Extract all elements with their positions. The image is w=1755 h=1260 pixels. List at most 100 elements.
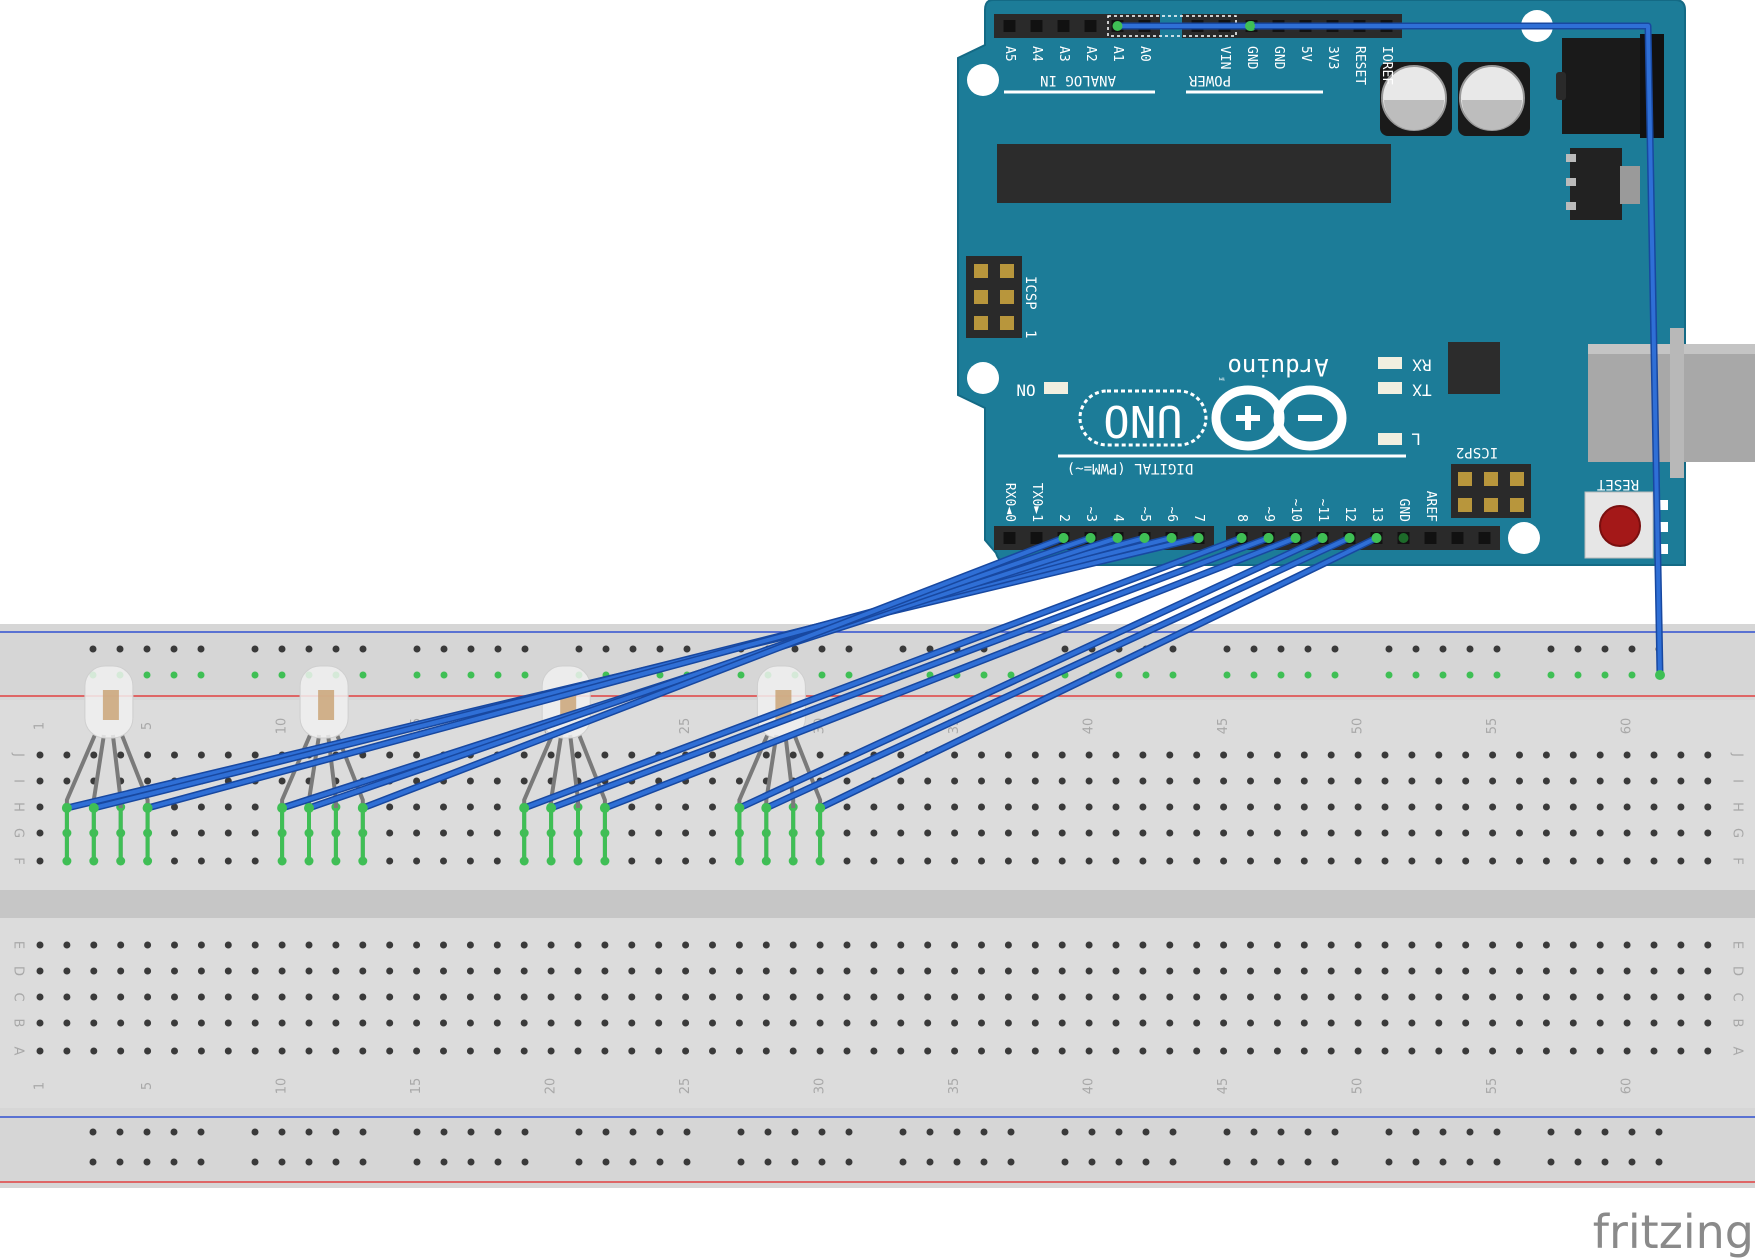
wire-pin13[interactable] xyxy=(818,536,1379,810)
breadboard-hole xyxy=(735,1047,743,1055)
breadboard-hole xyxy=(144,751,152,759)
breadboard-hole xyxy=(1085,1047,1093,1055)
breadboard-hole xyxy=(36,967,44,975)
column-number: 45 xyxy=(1216,1078,1231,1095)
breadboard-hole xyxy=(278,777,286,785)
wire-pin8[interactable] xyxy=(522,536,1244,810)
breadboard-hole xyxy=(1489,941,1497,949)
breadboard-hole xyxy=(1542,803,1550,811)
breadboard-hole xyxy=(1408,751,1416,759)
breadboard-hole xyxy=(682,967,690,975)
breadboard-hole xyxy=(978,941,985,949)
wire-pin11[interactable] xyxy=(737,536,1325,810)
breadboard-hole xyxy=(466,941,474,949)
breadboard-hole xyxy=(359,1019,367,1027)
breadboard-hole xyxy=(1247,857,1254,865)
breadboard-hole xyxy=(493,1019,501,1027)
breadboard-hole xyxy=(1596,829,1604,837)
breadboard-hole xyxy=(1516,993,1523,1001)
breadboard-hole xyxy=(1704,777,1712,785)
breadboard-hole xyxy=(574,751,582,759)
breadboard-hole xyxy=(413,829,421,837)
breadboard-hole xyxy=(466,777,474,785)
breadboard-hole xyxy=(978,1019,985,1027)
breadboard-hole xyxy=(1489,1019,1497,1027)
breadboard-hole xyxy=(440,829,447,837)
breadboard-hole xyxy=(951,993,959,1001)
breadboard-hole xyxy=(1677,1019,1685,1027)
breadboard-hole xyxy=(682,941,690,949)
column-number: 55 xyxy=(1485,1078,1500,1095)
rail-hole xyxy=(251,645,259,653)
breadboard-hole xyxy=(1354,1019,1362,1027)
breadboard-hole xyxy=(1004,941,1012,949)
icsp-pin-one: 1 xyxy=(1022,330,1038,338)
rail-hole xyxy=(1007,671,1015,679)
breadboard-hole xyxy=(224,1047,232,1055)
column-number: 10 xyxy=(275,718,290,735)
column-number: 1 xyxy=(33,722,48,730)
breadboard-hole xyxy=(789,941,797,949)
wire-pin6[interactable] xyxy=(91,536,1174,810)
wire-gnd-rail[interactable] xyxy=(1248,24,1662,677)
breadboard-hole xyxy=(897,829,905,837)
breadboard-hole xyxy=(1031,829,1039,837)
breadboard-hole xyxy=(386,751,394,759)
rail-hole xyxy=(1628,1158,1636,1166)
breadboard-hole xyxy=(951,777,959,785)
breadboard-hole xyxy=(359,941,367,949)
microcontroller-chip xyxy=(997,144,1391,203)
rail-hole xyxy=(89,645,97,653)
breadboard-hole xyxy=(171,1019,178,1027)
breadboard-hole xyxy=(735,967,743,975)
breadboard-hole xyxy=(951,857,959,865)
breadboard-hole xyxy=(1166,751,1174,759)
breadboard-hole xyxy=(924,993,932,1001)
breadboard-hole xyxy=(1596,1047,1604,1055)
rail-hole xyxy=(1412,645,1420,653)
wire-pin3[interactable] xyxy=(307,536,1093,810)
breadboard-hole xyxy=(870,829,878,837)
breadboard-hole xyxy=(682,803,690,811)
breadboard-hole xyxy=(735,941,743,949)
pin-label: A2 xyxy=(1083,46,1098,62)
wire-pin10[interactable] xyxy=(602,536,1298,810)
wire-pin12[interactable] xyxy=(764,536,1352,810)
reset-button[interactable] xyxy=(1584,491,1668,559)
breadboard-hole xyxy=(197,1019,205,1027)
breadboard-hole xyxy=(386,941,394,949)
wire-pin9[interactable] xyxy=(549,536,1271,810)
rail-hole xyxy=(278,671,286,679)
tx-label: TX xyxy=(1412,381,1432,400)
breadboard-hole xyxy=(1542,751,1550,759)
breadboard-hole xyxy=(762,967,770,975)
breadboard-hole xyxy=(413,941,421,949)
breadboard-hole xyxy=(36,803,44,811)
rail-hole xyxy=(1277,671,1285,679)
rail-hole xyxy=(602,1128,610,1136)
rail-hole xyxy=(899,645,907,653)
breadboard-hole xyxy=(305,993,313,1001)
rail-hole xyxy=(1385,671,1393,679)
breadboard-hole xyxy=(1704,857,1712,865)
rail-hole xyxy=(251,1128,259,1136)
breadboard-hole xyxy=(359,993,367,1001)
wire-pin2[interactable] xyxy=(360,536,1066,810)
pin-label: ~5 xyxy=(1137,506,1152,522)
breadboard-hole xyxy=(1004,829,1012,837)
rail-hole xyxy=(251,671,259,679)
breadboard-hole xyxy=(628,803,636,811)
breadboard-hole xyxy=(628,751,636,759)
breadboard-hole xyxy=(1489,993,1497,1001)
breadboard-hole xyxy=(493,941,501,949)
breadboard-hole xyxy=(1058,967,1066,975)
breadboard-hole xyxy=(1166,993,1174,1001)
tx-led xyxy=(1378,382,1402,394)
breadboard-hole xyxy=(709,993,716,1001)
l-label: L xyxy=(1411,430,1421,449)
breadboard-hole xyxy=(466,1019,474,1027)
column-number: 30 xyxy=(813,1078,828,1095)
breadboard-hole xyxy=(1247,1047,1254,1055)
